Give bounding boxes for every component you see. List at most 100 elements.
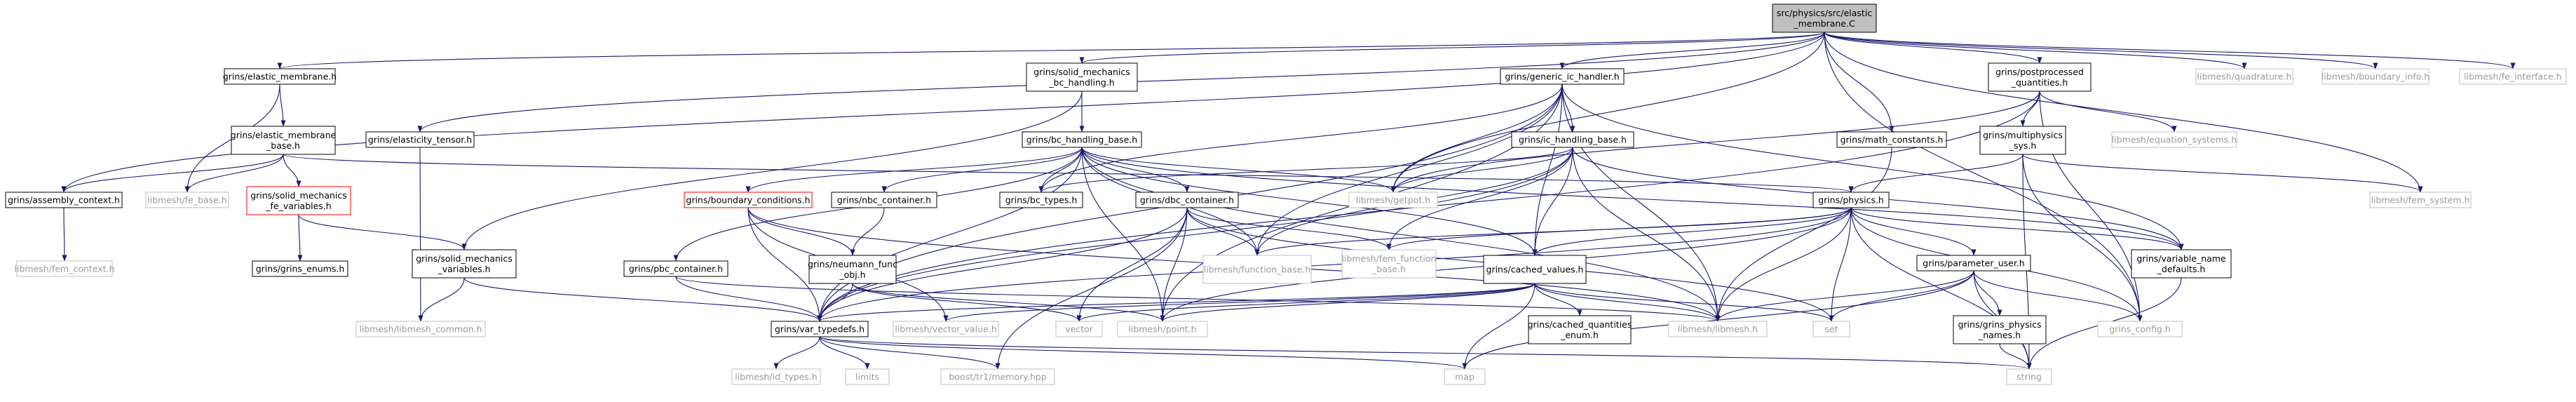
node-grins_config[interactable]: grins_config.h <box>2097 321 2183 337</box>
node-fem_system[interactable]: libmesh/fem_system.h <box>2369 192 2472 208</box>
node-memory[interactable]: boost/tr1/memory.hpp <box>940 368 1055 385</box>
edge-solid_fe_vars-to-solid_vars <box>298 214 467 250</box>
node-math_constants[interactable]: grins/math_constants.h <box>1836 131 1947 148</box>
node-box-multiphysics <box>1979 126 2066 155</box>
edge-multiphysics-to-fem_system <box>2022 154 2423 193</box>
node-fem_context[interactable]: libmesh/fem_context.h <box>15 260 115 277</box>
node-quadrature[interactable]: libmesh/quadrature.h <box>2195 68 2293 85</box>
node-boundary_info[interactable]: libmesh/boundary_info.h <box>2321 68 2429 85</box>
node-label-libmesh: libmesh/libmesh.h <box>1678 324 1758 335</box>
edge-ic_handling_base-to-var_typedefs <box>817 147 1573 322</box>
node-parameter_user[interactable]: grins/parameter_user.h <box>1916 255 2031 272</box>
node-neumann_func[interactable]: grins/neumann_func_obj.h <box>808 255 897 284</box>
edge-bc_handling_base-to-getpot <box>1081 147 1396 193</box>
node-fem_function_base[interactable]: libmesh/fem_function_base.h <box>1341 249 1437 279</box>
edge-bc_handling_base-to-bc_types <box>1038 147 1083 193</box>
node-grins_enums[interactable]: grins/grins_enums.h <box>252 260 348 277</box>
node-box-ic_handling_base <box>1511 131 1634 148</box>
node-dbc_container[interactable]: grins/dbc_container.h <box>1135 192 1239 208</box>
edge-solid_vars-to-libmesh_common <box>418 277 465 322</box>
node-box-memory <box>940 368 1055 385</box>
node-limits[interactable]: limits <box>845 368 890 385</box>
node-getpot[interactable]: libmesh/getpot.h <box>1348 192 1438 208</box>
edge-cached_values-to-cached_quantities_enum <box>1534 283 1582 316</box>
node-box-getpot <box>1348 192 1438 208</box>
node-vector_value[interactable]: libmesh/vector_value.h <box>893 321 999 337</box>
node-elastic_membrane[interactable]: grins/elastic_membrane.h <box>223 68 337 85</box>
node-generic_ic[interactable]: grins/generic_ic_handler.h <box>1500 68 1625 85</box>
node-label-libmesh_common: libmesh/libmesh_common.h <box>359 324 482 335</box>
node-label-postprocessed: grins/postprocessed <box>1995 67 2084 77</box>
node-point[interactable]: libmesh/point.h <box>1117 321 1208 337</box>
node-libmesh_common[interactable]: libmesh/libmesh_common.h <box>355 321 486 337</box>
node-box-fem_context <box>16 260 113 277</box>
node-label-map: map <box>1455 372 1475 382</box>
node-solid_vars[interactable]: grins/solid_mechanics_variables.h <box>412 249 517 279</box>
edge-dbc_container-to-fem_function_base <box>1186 207 1392 250</box>
node-label-fem_system: libmesh/fem_system.h <box>2371 195 2470 206</box>
node-label-physics_names: _names.h <box>1978 330 2021 340</box>
node-label-grins_enums: grins/grins_enums.h <box>256 264 345 274</box>
node-box-equation_systems <box>2111 131 2237 148</box>
node-id_types[interactable]: libmesh/id_types.h <box>731 368 821 385</box>
node-set[interactable]: set <box>1812 321 1850 337</box>
edge-assembly_context-to-fem_context <box>62 207 67 262</box>
node-cached_values[interactable]: grins/cached_values.h <box>1483 255 1587 284</box>
node-root[interactable]: src/physics/src/elastic_membrane.C <box>1772 4 1877 33</box>
node-physics_names[interactable]: grins/grins_physics_names.h <box>1953 315 2047 344</box>
node-elasticity_tensor[interactable]: grins/elasticity_tensor.h <box>365 131 475 148</box>
node-assembly_context[interactable]: grins/assembly_context.h <box>5 192 123 208</box>
node-boundary_conditions[interactable]: grins/boundary_conditions.h <box>684 192 813 208</box>
node-box-quadrature <box>2195 68 2293 85</box>
node-label-generic_ic: grins/generic_ic_handler.h <box>1505 72 1619 82</box>
node-label-parameter_user: grins/parameter_user.h <box>1923 258 2024 269</box>
node-string[interactable]: string <box>2006 368 2052 385</box>
node-multiphysics[interactable]: grins/multiphysics_sys.h <box>1979 126 2066 155</box>
node-physics[interactable]: grins/physics.h <box>1812 192 1890 208</box>
node-solid_bc[interactable]: grins/solid_mechanics_bc_handling.h <box>1026 62 1138 92</box>
edge-solid_fe_vars-to-grins_enums <box>297 214 303 262</box>
node-box-function_base <box>1202 255 1312 284</box>
edge-physics-to-parameter_user <box>1850 207 1977 256</box>
node-function_base[interactable]: libmesh/function_base.h <box>1202 255 1312 284</box>
node-variable_name_defaults[interactable]: grins/variable_name_defaults.h <box>2131 249 2232 279</box>
node-box-parameter_user <box>1916 255 2031 272</box>
node-bc_types[interactable]: grins/bc_types.h <box>999 192 1083 208</box>
node-nbc_container[interactable]: grins/nbc_container.h <box>831 192 937 208</box>
node-postprocessed[interactable]: grins/postprocessed_quantities.h <box>1988 62 2092 92</box>
node-var_typedefs[interactable]: grins/var_typedefs.h <box>771 321 869 337</box>
node-box-root <box>1772 4 1877 33</box>
node-bc_handling_base[interactable]: grins/bc_handling_base.h <box>1022 131 1142 148</box>
node-label-elastic_membrane_base: grins/elastic_membrane <box>231 130 337 140</box>
edge-parameter_user-to-grins_config <box>1973 270 2143 322</box>
edge-root-to-assembly_context <box>61 32 1825 193</box>
edge-root-to-grins_config <box>1824 32 2143 322</box>
node-ic_handling_base[interactable]: grins/ic_handling_base.h <box>1511 131 1634 148</box>
node-label-physics: grins/physics.h <box>1818 195 1884 206</box>
node-box-boundary_conditions <box>684 192 813 208</box>
node-label-fem_function_base: libmesh/fem_function <box>1342 253 1437 264</box>
node-vector[interactable]: vector <box>1055 321 1103 337</box>
node-box-var_typedefs <box>771 321 869 337</box>
node-libmesh[interactable]: libmesh/libmesh.h <box>1668 321 1768 337</box>
edge-root-to-math_constants <box>1824 32 1894 133</box>
node-solid_fe_vars[interactable]: grins/solid_mechanics_fe_variables.h <box>246 186 351 215</box>
edge-var_typedefs-to-limits <box>819 336 870 370</box>
node-label-limits: limits <box>855 372 879 382</box>
node-label-pbc_container: grins/pbc_container.h <box>629 264 723 274</box>
node-box-generic_ic <box>1500 68 1625 85</box>
node-fe_interface[interactable]: libmesh/fe_interface.h <box>2459 68 2567 85</box>
node-cached_quantities_enum[interactable]: grins/cached_quantities_enum.h <box>1528 315 1632 344</box>
node-fe_base[interactable]: libmesh/fe_base.h <box>145 192 229 208</box>
node-box-dbc_container <box>1135 192 1239 208</box>
edge-cached_values-to-libmesh <box>1534 283 1721 322</box>
node-label-vector: vector <box>1065 324 1094 335</box>
node-elastic_membrane_base[interactable]: grins/elastic_membrane_base.h <box>231 126 337 155</box>
edge-dbc_container-to-vector <box>1076 207 1188 322</box>
edge-elastic_membrane_base-to-assembly_context <box>61 154 284 193</box>
node-equation_systems[interactable]: libmesh/equation_systems.h <box>2111 131 2237 148</box>
node-map[interactable]: map <box>1444 368 1486 385</box>
node-box-grins_enums <box>252 260 348 277</box>
node-pbc_container[interactable]: grins/pbc_container.h <box>623 260 728 277</box>
